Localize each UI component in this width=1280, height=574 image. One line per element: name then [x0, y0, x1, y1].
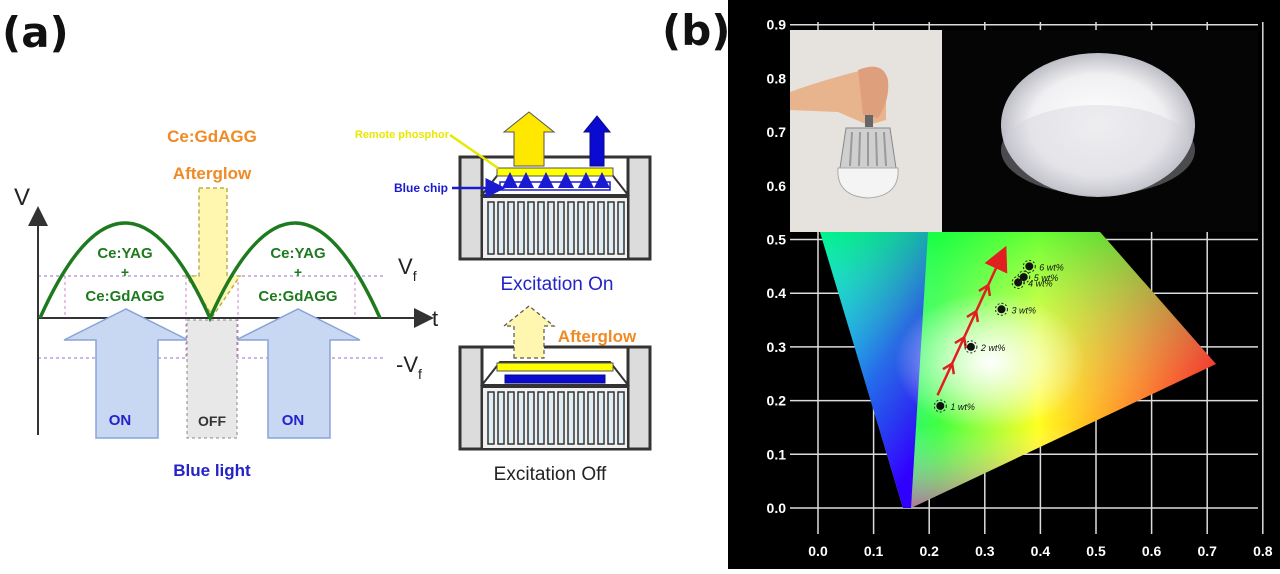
- x-tick-label: 0.8: [1253, 543, 1273, 559]
- y-tick-label: 0.9: [767, 17, 787, 33]
- trend-chevron: [966, 309, 980, 323]
- off-label: OFF: [198, 413, 226, 429]
- neg-vf-label: -Vf: [396, 352, 422, 382]
- x-tick-label: 0.0: [808, 543, 828, 559]
- x-tick-label: 0.4: [1031, 543, 1051, 559]
- x-tick-label: 0.6: [1142, 543, 1162, 559]
- panel-b-label: (b): [662, 6, 731, 55]
- afterglow-off-label: Afterglow: [558, 327, 637, 346]
- data-point-ring: [1017, 270, 1031, 284]
- x-tick-label: 0.2: [919, 543, 939, 559]
- data-point: [997, 305, 1006, 314]
- blue-chip-label: Blue chip: [394, 181, 448, 195]
- vf-label: Vf: [398, 254, 417, 284]
- trend-chevron: [942, 361, 956, 375]
- panel-a: (a) V t Vf -Vf ON ON: [2, 8, 652, 485]
- trend-chevron: [978, 283, 992, 297]
- x-tick-label: 0.7: [1197, 543, 1217, 559]
- remote-phosphor-pointer: [449, 133, 499, 170]
- data-point: [1019, 273, 1028, 282]
- yellow-output-arrow: [502, 111, 556, 167]
- led-package-on: [458, 155, 652, 261]
- data-point-label: 2 wt%: [980, 343, 1006, 353]
- plus-left: +: [121, 264, 129, 280]
- afterglow-up-arrow: [502, 305, 556, 359]
- data-point-ring: [933, 399, 947, 413]
- y-tick-label: 0.3: [767, 339, 787, 355]
- data-point-label: 6 wt%: [1039, 262, 1064, 272]
- data-point: [936, 401, 945, 410]
- on-label-left: ON: [109, 412, 132, 429]
- y-tick-label: 0.4: [767, 285, 787, 301]
- y-tick-label: 0.5: [767, 232, 787, 248]
- voltage-wave: [38, 221, 382, 323]
- excitation-on-label: Excitation On: [501, 274, 614, 295]
- data-point-ring: [1011, 275, 1025, 289]
- data-point: [1025, 262, 1034, 271]
- axis-v-label: V: [14, 184, 30, 211]
- excitation-off-label: Excitation Off: [494, 464, 607, 485]
- gdagg-label-left: Ce:GdAGG: [85, 288, 164, 305]
- plus-right: +: [294, 264, 302, 280]
- on-arrow-left: [63, 308, 189, 439]
- data-point-label: 5 wt%: [1034, 273, 1059, 283]
- x-tick-label: 0.5: [1086, 543, 1106, 559]
- axis-t-label: t: [432, 306, 438, 331]
- data-point-ring: [964, 340, 978, 354]
- blue-output-arrow: [582, 115, 612, 167]
- cie-chart: 0.0 0.1 0.2 0.3 0.4 0.5 0.6 0.7 0.8 0.9 0.8 0.7 0.6 0…: [767, 17, 1273, 559]
- x-tick-label: 0.1: [864, 543, 884, 559]
- y-tick-label: 0.8: [767, 70, 787, 86]
- yag-label-right: Ce:YAG: [270, 245, 325, 262]
- y-tick-label: 0.0: [767, 500, 787, 516]
- blue-light-label: Blue light: [173, 461, 251, 480]
- remote-phosphor-label: Remote phosphor: [355, 129, 450, 141]
- bulb-photo-content: [790, 66, 899, 199]
- y-tick-label: 0.1: [767, 446, 787, 462]
- off-box: [186, 319, 238, 439]
- ce-gdagg-title: Ce:GdAGG: [167, 127, 257, 146]
- data-point-ring: [1022, 259, 1036, 273]
- gdagg-label-right: Ce:GdAGG: [258, 288, 337, 305]
- data-point-label: 1 wt%: [950, 402, 975, 412]
- data-point-ring: [994, 302, 1008, 316]
- panel-b: 0.0 0.1 0.2 0.3 0.4 0.5 0.6 0.7 0.8 0.9 0.8 0.7 0.6 0…: [728, 0, 1280, 569]
- lamp-glow: [1001, 53, 1195, 197]
- afterglow-title: Afterglow: [173, 164, 252, 183]
- data-point: [966, 342, 975, 351]
- gamut-blue-corner: [820, 232, 928, 508]
- panel-a-label: (a): [2, 8, 69, 57]
- y-tick-label: 0.2: [767, 393, 787, 409]
- tick-labels: 0.0 0.1 0.2 0.3 0.4 0.5 0.6 0.7 0.8 0.9 0.8 0.7 0.6 0…: [767, 17, 1273, 559]
- on-label-right: ON: [282, 412, 305, 429]
- on-arrow-right: [235, 308, 361, 439]
- yag-label-left: Ce:YAG: [97, 245, 152, 262]
- y-tick-label: 0.7: [767, 124, 787, 140]
- data-point: [1014, 278, 1023, 287]
- y-tick-label: 0.6: [767, 178, 787, 194]
- data-point-label: 4 wt%: [1028, 278, 1053, 288]
- data-points: 1 wt% 2 wt% 3 wt% 4 wt%5 wt%6 wt%: [933, 259, 1064, 413]
- panel-a-diagram: V t Vf -Vf ON ON OFF Ce:YAG + Ce:GdAGG C…: [14, 111, 652, 485]
- data-point-label: 3 wt%: [1011, 305, 1036, 315]
- trend-arrow: [936, 245, 1008, 396]
- led-package-off: [458, 345, 652, 451]
- white-point-region: [895, 292, 1085, 432]
- x-tick-label: 0.3: [975, 543, 995, 559]
- afterglow-down-arrow: [184, 187, 242, 318]
